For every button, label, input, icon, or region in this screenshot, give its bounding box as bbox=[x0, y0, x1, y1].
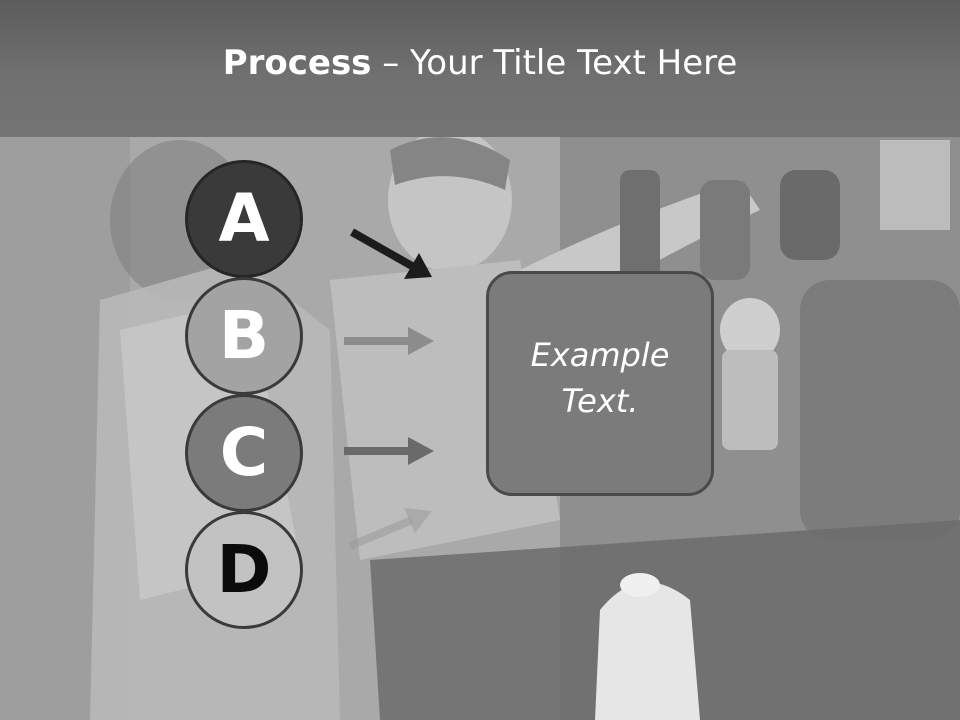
arrow-b-icon bbox=[344, 327, 434, 355]
title-bar: Process – Your Title Text Here bbox=[0, 0, 960, 137]
title-bold: Process bbox=[222, 42, 372, 83]
arrow-d-icon bbox=[348, 508, 432, 550]
step-d-circle: D bbox=[185, 511, 303, 629]
slide-title: Process – Your Title Text Here bbox=[223, 43, 738, 83]
arrow-c-icon bbox=[344, 437, 434, 465]
step-c-circle: C bbox=[185, 394, 303, 512]
title-rest: – Your Title Text Here bbox=[371, 42, 738, 83]
example-text: Example Text. bbox=[530, 336, 670, 420]
example-text-box: Example Text. bbox=[486, 271, 714, 496]
arrow-a-icon bbox=[350, 228, 432, 279]
step-b-circle: B bbox=[185, 277, 303, 395]
step-a-circle: A bbox=[185, 160, 303, 278]
